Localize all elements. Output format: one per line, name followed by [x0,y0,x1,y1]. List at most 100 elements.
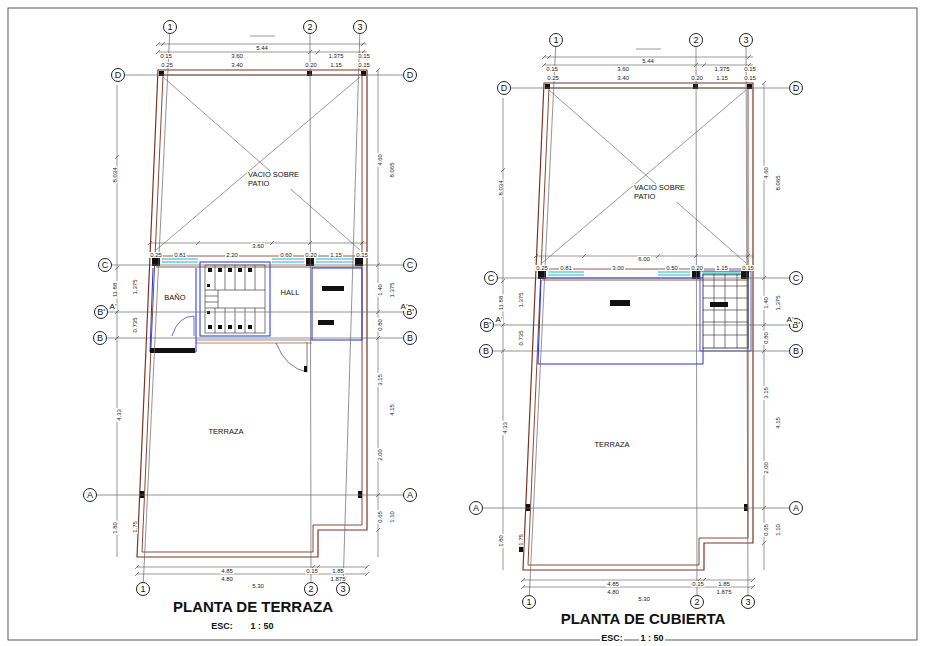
dimension-text-box: 3.40 [230,54,244,70]
dimension-text: 1.75 [132,520,138,534]
grid-letter: 3 [340,583,345,595]
fixture [318,320,334,325]
dimension-text: 4.85 [220,568,234,574]
grid-letter: C [488,272,495,284]
dimension-text: 1.15 [329,62,343,68]
room-name: VACIO SOBRE PATIO [247,171,303,188]
dimension-text: 1.375 [518,291,524,308]
grid-axis [494,325,789,326]
dimension-text: 0.20 [304,62,318,68]
dimension-text-box: 0.735 [510,329,526,346]
dimension-text-box: 1.875 [329,568,346,584]
dimension-text: 1.80 [498,534,504,548]
dimension-text: 3.15 [763,386,769,400]
dimension-text: 8.034 [498,179,504,196]
dimension-text-box: 4.33 [494,421,510,435]
dimension-text-box: 1.875 [715,581,732,597]
skylight [703,274,748,348]
grid-letter: 2 [693,34,698,46]
dimension-text-box: 4.33 [108,408,124,422]
stair-mark [248,325,252,329]
grid-axis [112,265,403,266]
grid-letter: C [102,259,109,271]
dimension-text: 8.065 [775,174,781,191]
dimension-text: 4.33 [502,421,508,435]
dimension-text: 11.88 [498,295,504,312]
dimension-text: 1.15 [715,265,729,271]
grid-bubble: 2 [304,582,318,596]
dimension-text-box: 0.15 [305,560,319,576]
section-mark: A' [495,316,504,324]
dimension-tick [115,42,380,576]
scale-note: ESC: [600,634,624,643]
dimension-text-box: 0.81 [173,244,187,260]
dimension-text: 4.85 [606,581,620,587]
dimension-text: 1.375 [389,281,395,298]
dimension-text-box: 3.60 [230,45,244,61]
dimension-text-box: 0.15 [159,45,173,61]
dimension-text: 8.034 [112,166,118,183]
dimension-text: 0.20 [690,75,704,81]
grid-letter: 2 [694,596,699,608]
dimension-text: 3.15 [377,373,383,387]
dimension-text: 3.40 [230,62,244,68]
stair-mark [208,325,212,329]
grid-bubble: 2 [689,33,703,47]
dimension-text: 6.00 [637,256,651,262]
grid-axis [310,34,312,582]
grid-letter: A [407,489,413,501]
section-mark-box: A' [400,296,409,312]
dimension-text: 0.15 [743,66,757,72]
dimension-text-box: 3.60 [251,235,265,251]
bathroom-wall [150,268,196,352]
column [140,491,144,498]
dimension-text: 1.15 [715,75,729,81]
dimension-text-box: 3.15 [755,386,771,400]
dimension-text-box: 0.25 [546,67,560,83]
stair-mark [207,284,210,287]
grid-bubble: 1 [163,20,177,34]
dimension-text: 1.15 [329,252,343,258]
dimension-text: 2.20 [225,252,239,258]
dimension-text-box: 1.75 [124,520,140,534]
grid-letter: 1 [167,21,172,33]
plan-title: PLANTA DE CUBIERTA [560,611,727,626]
dimension-text: 0.65 [763,523,769,537]
scale-note-box: 1 : 50 [639,628,664,644]
room-name: TERRAZA [593,441,630,450]
dimension-text-box: 0.25 [535,257,549,273]
dimension-text: 5.30 [251,583,265,589]
dimension-text-box: 2.00 [755,461,771,475]
grid-bubble: C [789,271,803,285]
grid-letter: 3 [357,21,362,33]
dimension-text: 0.15 [305,568,319,574]
dimension-text: 1.40 [377,283,383,297]
plan-title: PLANTA DE TERRAZA [172,599,334,614]
room-label-area: TERRAZA [207,427,244,437]
plan-title-box: PLANTA DE TERRAZA [172,599,334,615]
dimension-text-box: 0.60 [279,244,293,260]
grid-bubble: A [789,501,803,515]
stair-mark [228,268,232,272]
dimension-text-box: 1.10 [767,523,783,537]
stair-mark [218,268,222,272]
dimension-text-box: 0.15 [355,244,369,260]
room-name: HALL [280,289,301,298]
grid-letter: C [407,259,414,271]
dimension-text: 1.75 [518,533,524,547]
scale-note: ESC: [210,622,234,631]
dimension-text: 0.60 [279,252,293,258]
dimension-text: 0.25 [149,252,163,258]
dimension-text: 0.81 [173,252,187,258]
dimension-text-box: 0.80 [755,331,771,345]
grid-letter: 2 [307,21,312,33]
section-mark: A' [109,303,118,311]
section-mark: A' [400,303,409,311]
door-mark [304,366,307,372]
grid-bubble: A [469,501,483,515]
grid-axis [493,351,789,352]
dimension-text-box: 0.20 [690,67,704,83]
grid-letter: 3 [743,34,748,46]
grid-letter: 1 [526,596,531,608]
void-cross [156,77,360,250]
